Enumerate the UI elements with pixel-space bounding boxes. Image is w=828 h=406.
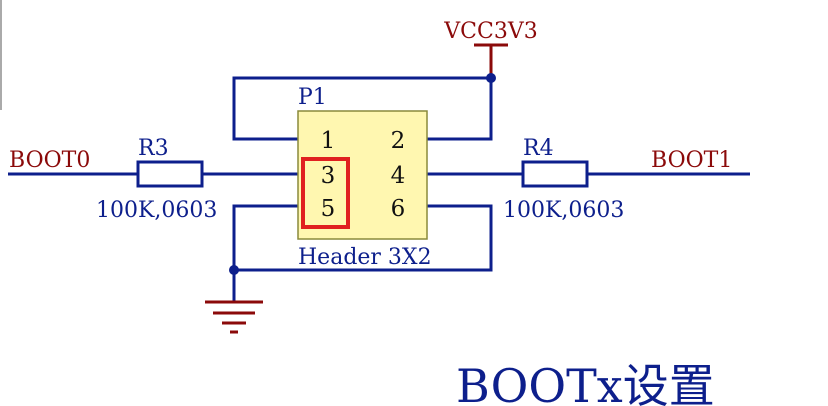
pin-3-label: 3 [321,163,336,189]
resistor-r3-designator: R3 [138,136,169,161]
junction-gnd [229,265,239,275]
diagram-caption: BOOTx设置 [456,359,715,406]
connector-body [297,110,428,240]
connector-p1: P1 Header 3X2 1 2 3 4 5 6 [297,85,432,270]
resistor-r3: R3 100K,0603 [96,136,217,223]
ground-symbol [205,300,263,334]
vcc-label: VCC3V3 [443,19,537,44]
highlight-box-pins-3-5 [301,157,350,229]
wires [8,76,750,304]
pin-6-label: 6 [391,196,406,222]
resistor-r4-value: 100K,0603 [503,198,624,223]
resistor-r3-value: 100K,0603 [96,198,217,223]
resistor-r4-body [521,160,589,188]
pin-5-label: 5 [321,196,336,222]
connector-designator: P1 [298,85,327,110]
resistor-r4: R4 100K,0603 [503,136,624,223]
connector-value: Header 3X2 [298,245,432,270]
net-label-boot1: BOOT1 [651,148,732,173]
vcc-power-port: VCC3V3 [443,19,538,78]
wire-pin1-vcc [232,76,493,141]
resistor-r3-body [136,160,204,188]
wire-pin5-gnd [232,204,493,272]
net-label-boot0: BOOT0 [9,148,90,173]
pin-2-label: 2 [391,128,406,154]
resistor-r4-designator: R4 [523,136,554,161]
pin-1-label: 1 [321,128,336,154]
junction-vcc [486,73,496,83]
pin-4-label: 4 [391,163,406,189]
